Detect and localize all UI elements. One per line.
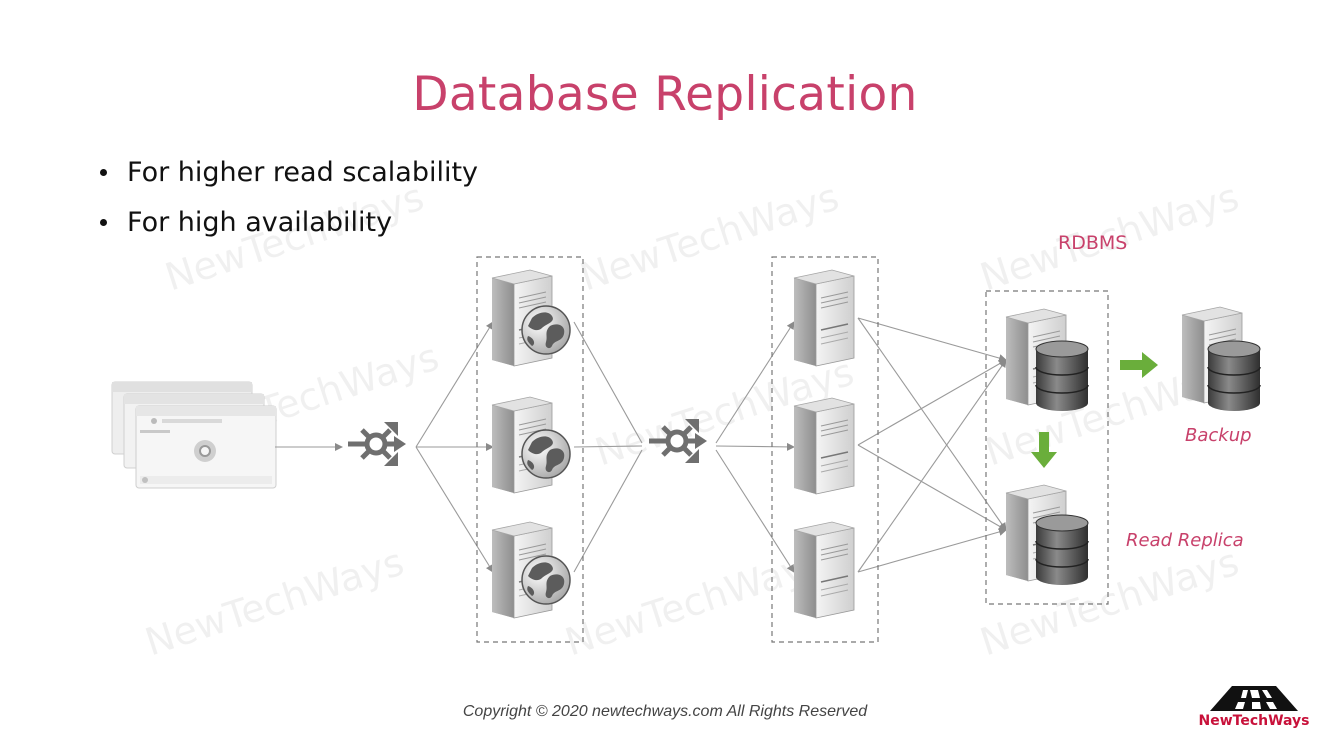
bullet-item: For higher read scalability xyxy=(100,148,478,198)
backup-label: Backup xyxy=(1185,425,1252,446)
rdbms-label: RDBMS xyxy=(1058,232,1128,254)
bullet-dot xyxy=(100,219,107,226)
web-tier-box xyxy=(476,256,584,643)
load-balancer-icon xyxy=(649,419,707,463)
copyright-footer: Copyright © 2020 newtechways.com All Rig… xyxy=(462,703,868,720)
database-server-icon xyxy=(1005,308,1089,412)
newtechways-logo-icon xyxy=(1210,686,1298,711)
green-arrow-icon xyxy=(1120,352,1158,378)
app-server-icon xyxy=(793,521,855,619)
bullet-dot xyxy=(100,169,107,176)
bullet-list: For higher read scalability For high ava… xyxy=(100,148,478,248)
bullet-text: For higher read scalability xyxy=(127,157,479,188)
bullet-text: For high availability xyxy=(127,207,393,238)
read-replica-label: Read Replica xyxy=(1126,530,1244,551)
app-server-icon xyxy=(793,397,855,495)
bullet-item: For high availability xyxy=(100,198,478,248)
web-server-globe-icon xyxy=(491,521,571,619)
slide-title: Database Replication xyxy=(412,67,918,123)
app-tier-box xyxy=(771,256,879,643)
browser-windows-icon xyxy=(111,381,277,489)
web-server-globe-icon xyxy=(491,269,571,367)
database-server-icon xyxy=(1005,484,1089,586)
connector-lines xyxy=(275,317,1007,573)
green-arrow-icon xyxy=(1031,432,1057,468)
app-server-icon xyxy=(793,269,855,367)
web-server-globe-icon xyxy=(491,396,571,494)
rdbms-box xyxy=(985,290,1109,605)
load-balancer-icon xyxy=(348,422,406,466)
database-server-icon xyxy=(1181,306,1261,412)
logo-text: NewTechWays xyxy=(1198,713,1310,729)
